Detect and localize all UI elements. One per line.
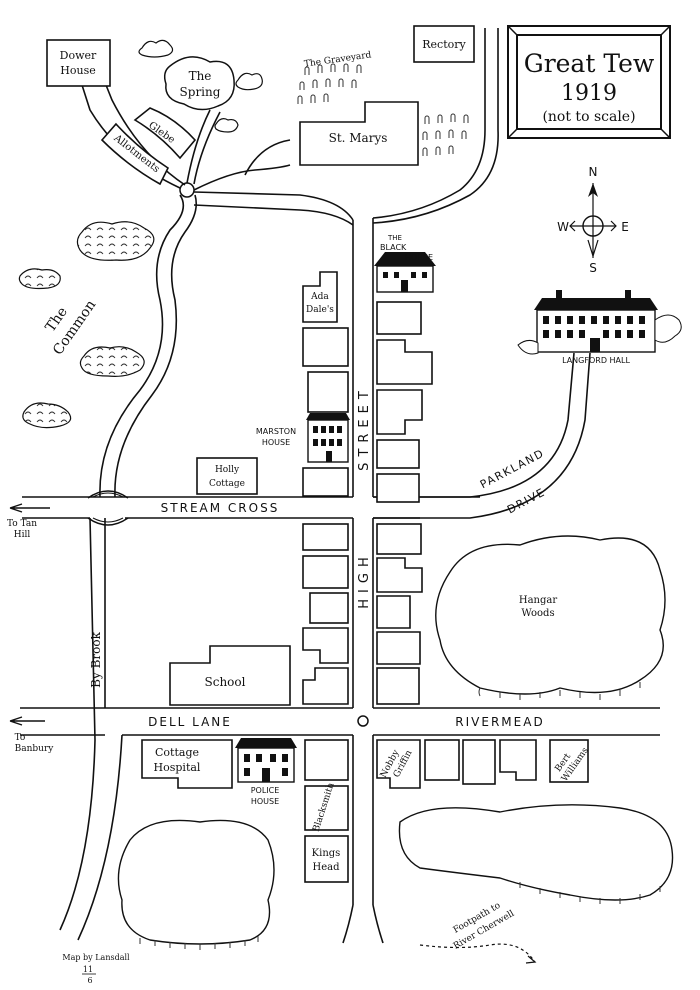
credit-line-3: 6: [87, 976, 92, 985]
langford-hall[interactable]: LANGFORD HALL: [517, 290, 682, 365]
scale-note: (not to scale): [542, 109, 635, 125]
black-horse-label-2: BLACK: [380, 243, 407, 252]
north-arrow-icon: [588, 183, 598, 197]
nobby-griffin[interactable]: Nobby Griffin: [376, 739, 421, 789]
roundabout: [179, 182, 195, 198]
bridge-south: [87, 517, 129, 526]
arrow-left-icon: [9, 503, 50, 513]
st-marys-label: St. Marys: [329, 131, 388, 145]
credit-line-2: 11: [83, 965, 93, 974]
marston-house[interactable]: MARSTON HOUSE: [256, 413, 350, 463]
compass-w: W: [557, 220, 569, 234]
to-banbury-label-1: To: [15, 733, 26, 743]
arrow-icon-footpath: [525, 955, 537, 964]
dower-house-label-2: House: [60, 64, 95, 77]
to-banbury-label-2: Banbury: [15, 744, 55, 754]
ada-dales-label-1: Ada: [310, 292, 329, 302]
rivermead-label: RIVERMEAD: [455, 715, 544, 729]
police-house-label-1: POLICE: [251, 786, 280, 795]
arrow-left-icon-banbury: [9, 716, 45, 726]
by-brook-label: By Brook: [89, 631, 103, 687]
police-house-label-2: HOUSE: [251, 797, 279, 806]
marston-label-1: MARSTON: [256, 427, 296, 436]
ada-dales-label-2: Dale's: [306, 305, 334, 315]
compass-e: E: [621, 220, 629, 234]
to-tan-hill-label-2: Hill: [14, 530, 31, 540]
holly-cottage[interactable]: Holly Cottage: [196, 457, 258, 495]
stream-cross-label: STREAM CROSS: [161, 501, 280, 515]
graveyard-label: The Graveyard: [303, 50, 372, 69]
south-west-plots: [304, 739, 349, 781]
kings-head[interactable]: Kings Head: [304, 835, 349, 883]
gravestones-icon: [297, 63, 469, 156]
south-west-wood: [117, 819, 275, 950]
tree-clumps-common: [18, 221, 155, 429]
street-label: STREET: [357, 385, 372, 471]
spring-label-1: The: [189, 69, 212, 83]
map-title: Great Tew: [524, 49, 655, 78]
marston-label-2: HOUSE: [262, 438, 290, 447]
compass-s: S: [589, 261, 597, 275]
map-year: 1919: [561, 81, 617, 106]
cottage-hospital-label-1: Cottage: [155, 746, 199, 759]
blacksmith[interactable]: Blacksmith: [304, 781, 349, 833]
road-network: [9, 28, 660, 944]
high-label: HIGH: [357, 551, 372, 608]
kings-head-label-2: Head: [312, 862, 340, 873]
school-label: School: [205, 675, 246, 689]
compass-n: N: [589, 165, 598, 179]
bridge-north: [87, 490, 129, 499]
hangar-woods[interactable]: Hangar Woods: [435, 535, 666, 700]
footpath: Footpath to River Cherwell: [419, 901, 537, 964]
dower-house-label-1: Dower: [60, 49, 97, 62]
title-cartouche: Great Tew 1919 (not to scale): [507, 25, 671, 139]
credit-line-1: Map by Lansdall: [62, 953, 130, 962]
st-marys-church[interactable]: St. Marys: [299, 101, 419, 166]
black-horse-inn[interactable]: THE BLACK HORSE: [374, 234, 436, 293]
parkland-label: PARKLAND: [478, 447, 547, 492]
dell-lane-label: DELL LANE: [148, 715, 232, 729]
crossroads-marker: [357, 715, 369, 727]
langford-hall-label: LANGFORD HALL: [562, 356, 630, 365]
rivermead-plots: [424, 739, 537, 785]
map-credit: Map by Lansdall 11 6: [62, 953, 130, 985]
black-horse-label-3: HORSE: [405, 253, 433, 262]
to-tan-hill-label-1: To Tan: [7, 519, 37, 529]
drive-label: DRIVE: [505, 485, 548, 516]
tree-clumps-north: [138, 39, 263, 133]
police-house[interactable]: POLICE HOUSE: [235, 738, 297, 806]
cottage-hospital-label-2: Hospital: [154, 761, 201, 774]
south-east-wood: [398, 804, 674, 904]
dower-house[interactable]: Dower House: [46, 39, 111, 87]
compass-rose: N S W E: [557, 165, 629, 275]
rectory-label: Rectory: [422, 38, 466, 51]
high-street-east-plots: [376, 301, 433, 705]
black-horse-label-1: THE: [387, 234, 402, 242]
ada-dales[interactable]: Ada Dale's: [302, 271, 338, 323]
cottage-hospital[interactable]: Cottage Hospital: [141, 739, 233, 789]
hangar-woods-label-1: Hangar: [519, 595, 557, 606]
the-spring[interactable]: The Spring: [163, 56, 235, 111]
kings-head-label-1: Kings: [312, 848, 341, 859]
bert-williams[interactable]: Bert Williams: [549, 739, 591, 784]
hangar-woods-label-2: Woods: [521, 608, 554, 619]
holly-cottage-label-2: Cottage: [209, 479, 245, 489]
school[interactable]: School: [169, 645, 291, 706]
rectory[interactable]: Rectory: [413, 25, 475, 63]
spring-label-2: Spring: [180, 85, 221, 99]
holly-cottage-label-1: Holly: [215, 465, 240, 475]
high-street-west-plots: [302, 327, 349, 705]
